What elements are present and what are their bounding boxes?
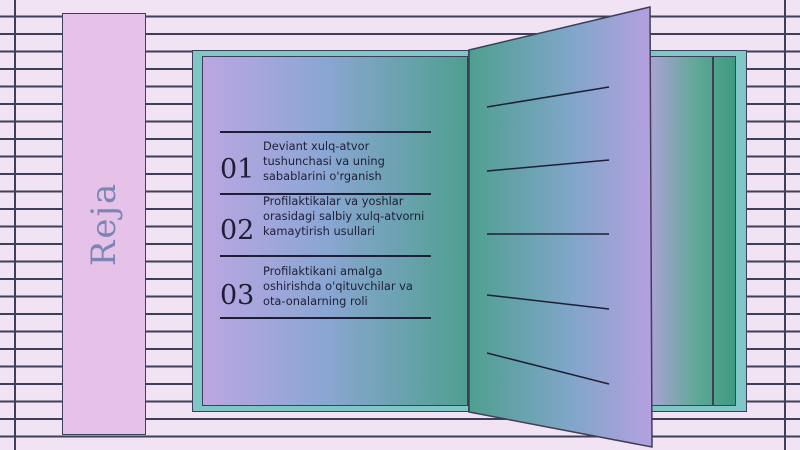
title-ribbon: Reja (62, 13, 146, 435)
agenda-rule (220, 255, 431, 257)
book-right-page-edge (712, 56, 714, 406)
book-left-page (202, 56, 468, 406)
agenda-rule (220, 317, 431, 319)
turning-page-line (486, 86, 610, 108)
frame-line-left (14, 0, 16, 450)
agenda-item-number: 02 (220, 215, 255, 246)
agenda-item-number: 03 (220, 280, 255, 311)
turning-page-sheet (468, 6, 653, 448)
agenda-item-text: Profilaktikani amalga oshirishda o'qituv… (263, 264, 413, 309)
agenda-rule (220, 193, 431, 195)
agenda-item-text: Profilaktikalar va yoshlar orasidagi sal… (263, 194, 425, 239)
agenda-rule (220, 131, 431, 133)
agenda-item-number: 01 (220, 154, 255, 185)
frame-line-right (784, 0, 786, 450)
turning-page-line (486, 294, 610, 310)
agenda-item-text: Deviant xulq-atvor tushunchasi va uning … (263, 139, 385, 184)
turning-page-line (486, 159, 610, 172)
turning-page-line (486, 352, 610, 385)
